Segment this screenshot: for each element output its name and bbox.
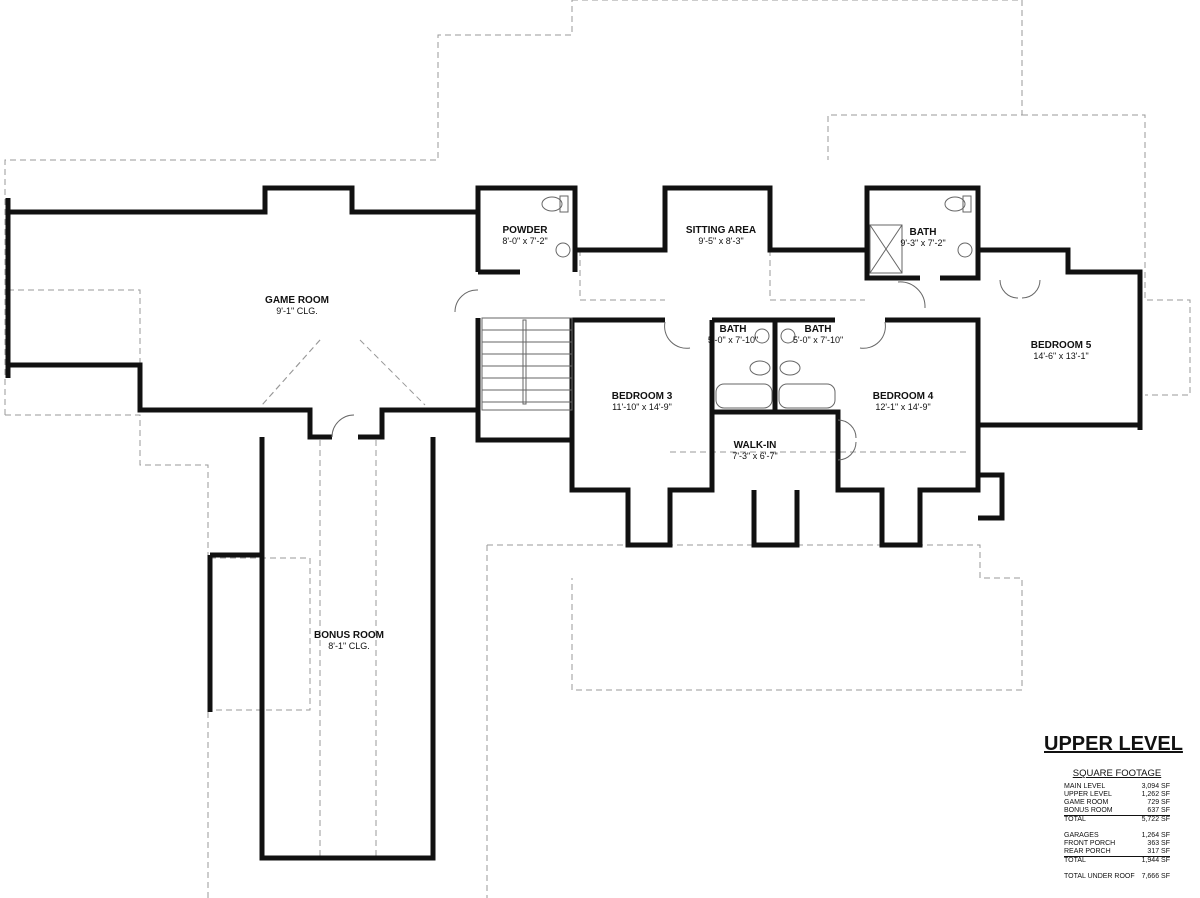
room-name: BONUS ROOM bbox=[314, 630, 384, 641]
sf-value: 1,264 SF bbox=[1141, 832, 1170, 839]
door-swings bbox=[331, 279, 1041, 461]
sf-label: TOTAL bbox=[1064, 857, 1086, 864]
room-dimensions: 5'-0" x 7'-10" bbox=[792, 335, 844, 345]
room-name: SITTING AREA bbox=[685, 225, 757, 236]
room-name: BEDROOM 4 bbox=[872, 391, 934, 402]
sf-row: REAR PORCH 317 SF bbox=[1064, 848, 1170, 857]
sf-value: 1,944 SF bbox=[1141, 857, 1170, 864]
sf-label: FRONT PORCH bbox=[1064, 840, 1116, 847]
room-name: BEDROOM 5 bbox=[1030, 340, 1092, 351]
square-footage-heading: SQUARE FOOTAGE bbox=[1072, 768, 1162, 779]
room-dimensions: 9'-5" x 8'-3" bbox=[698, 236, 744, 246]
sf-total-under-roof: TOTAL UNDER ROOF 7,666 SF bbox=[1064, 873, 1170, 881]
sf-row: FRONT PORCH 363 SF bbox=[1064, 840, 1170, 848]
room-name: BATH bbox=[909, 227, 937, 238]
room-dimensions: 5'-0" x 7'-10" bbox=[707, 335, 759, 345]
square-footage-table: SQUARE FOOTAGE MAIN LEVEL 3,094 SF UPPER … bbox=[1064, 768, 1170, 881]
sf-label: TOTAL UNDER ROOF bbox=[1064, 873, 1135, 880]
room-name: WALK-IN bbox=[733, 440, 777, 451]
sf-label: MAIN LEVEL bbox=[1064, 783, 1106, 790]
sf-label: TOTAL bbox=[1064, 816, 1086, 823]
fixtures bbox=[541, 195, 973, 409]
sf-label: GAME ROOM bbox=[1064, 799, 1109, 806]
sf-row: GARAGES 1,264 SF bbox=[1064, 832, 1170, 840]
sf-value: 363 SF bbox=[1147, 840, 1170, 847]
sf-row: MAIN LEVEL 3,094 SF bbox=[1064, 783, 1170, 791]
sf-value: 317 SF bbox=[1147, 848, 1170, 855]
sf-label: BONUS ROOM bbox=[1064, 807, 1113, 814]
sf-value: 5,722 SF bbox=[1141, 816, 1170, 823]
room-dimensions: 9'-1" CLG. bbox=[276, 306, 318, 316]
roof-outline bbox=[4, 0, 1191, 898]
room-dimensions: 11'-10" x 14'-9" bbox=[612, 402, 672, 412]
sf-label: GARAGES bbox=[1064, 832, 1099, 839]
sf-row: GAME ROOM 729 SF bbox=[1064, 799, 1170, 807]
room-dimensions: 8'-0" x 7'-2" bbox=[502, 236, 548, 246]
room-dimensions: 7'-3" x 6'-7" bbox=[732, 451, 778, 461]
room-dimensions: 8'-1" CLG. bbox=[328, 641, 370, 651]
plan-title: UPPER LEVEL bbox=[1044, 733, 1183, 755]
sf-value: 1,262 SF bbox=[1141, 791, 1170, 798]
sf-value: 3,094 SF bbox=[1141, 783, 1170, 790]
room-dimensions: 12'-1" x 14'-9" bbox=[875, 402, 931, 412]
room-name: POWDER bbox=[502, 225, 548, 236]
sf-total-row: TOTAL 1,944 SF bbox=[1064, 857, 1170, 865]
room-name: BATH bbox=[719, 324, 747, 335]
room-name: BEDROOM 3 bbox=[611, 391, 673, 402]
sf-label: UPPER LEVEL bbox=[1064, 791, 1112, 798]
room-dimensions: 9'-3" x 7'-2" bbox=[900, 238, 946, 248]
sf-total-row: TOTAL 5,722 SF bbox=[1064, 816, 1170, 824]
room-name: BATH bbox=[804, 324, 832, 335]
room-name: GAME ROOM bbox=[265, 295, 329, 306]
walls bbox=[5, 185, 1143, 861]
sf-value: 729 SF bbox=[1147, 799, 1170, 806]
room-dimensions: 14'-6" x 13'-1" bbox=[1033, 351, 1089, 361]
stairs bbox=[481, 317, 573, 411]
sf-row: UPPER LEVEL 1,262 SF bbox=[1064, 791, 1170, 799]
sf-label: REAR PORCH bbox=[1064, 848, 1111, 855]
sf-value: 637 SF bbox=[1147, 807, 1170, 814]
sf-value: 7,666 SF bbox=[1141, 873, 1170, 880]
sf-row: BONUS ROOM 637 SF bbox=[1064, 807, 1170, 816]
